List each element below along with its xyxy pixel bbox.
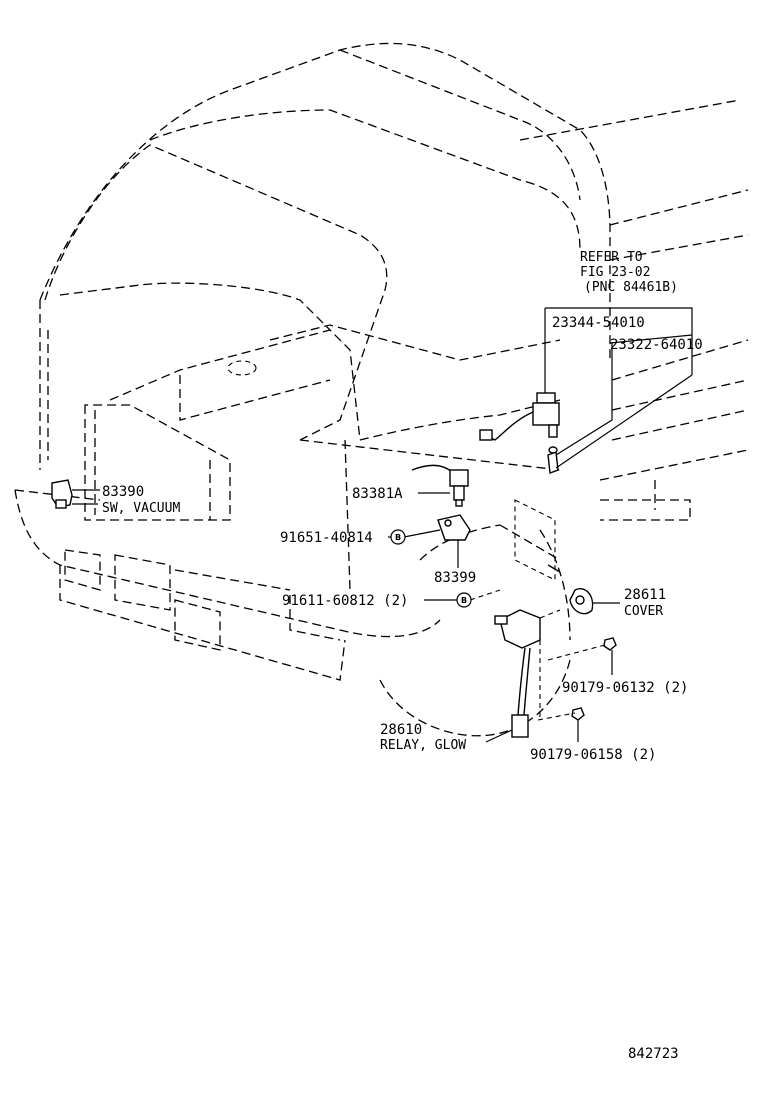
relay-cover-part	[569, 588, 594, 615]
bubble-b1: B	[390, 529, 406, 545]
label-83381a: 83381A	[352, 486, 403, 502]
bracket-83399-part	[437, 514, 471, 541]
bubble-b1-text: B	[395, 533, 401, 542]
label-91611-60812: 91611-60812 (2)	[282, 593, 408, 609]
label-23322-64010: 23322-64010	[610, 337, 703, 353]
vacuum-switch-part	[51, 479, 73, 509]
sensor-83381a-part	[411, 464, 469, 507]
figure-number: 842723	[628, 1046, 679, 1062]
valve-23344-part	[479, 392, 560, 441]
fitting-23322-part	[547, 446, 559, 474]
label-83390: 83390	[102, 484, 144, 500]
relay-glow-part	[494, 609, 541, 738]
label-cover: COVER	[624, 604, 663, 619]
bubble-b2: B	[456, 592, 472, 608]
label-relay-glow: RELAY, GLOW	[380, 738, 466, 753]
label-sw-vacuum: SW, VACUUM	[102, 501, 180, 516]
label-28610: 28610	[380, 722, 422, 738]
label-23344-54010: 23344-54010	[552, 315, 645, 331]
bracket-plate-part	[514, 499, 561, 581]
label-90179-06132: 90179-06132 (2)	[562, 680, 688, 696]
label-83399: 83399	[434, 570, 476, 586]
nut-part	[571, 637, 617, 721]
refer-label-line2: FIG 23-02	[580, 265, 650, 280]
truck-cab-outline	[14, 42, 749, 737]
refer-label-line1: REFER TO	[580, 250, 643, 265]
refer-label-line3: (PNC 84461B)	[584, 280, 678, 295]
bubble-b2-text: B	[461, 596, 467, 605]
leader-lines	[72, 307, 693, 743]
label-91651-40814: 91651-40814	[280, 530, 373, 546]
label-28611: 28611	[624, 587, 666, 603]
label-90179-06158: 90179-06158 (2)	[530, 747, 656, 763]
